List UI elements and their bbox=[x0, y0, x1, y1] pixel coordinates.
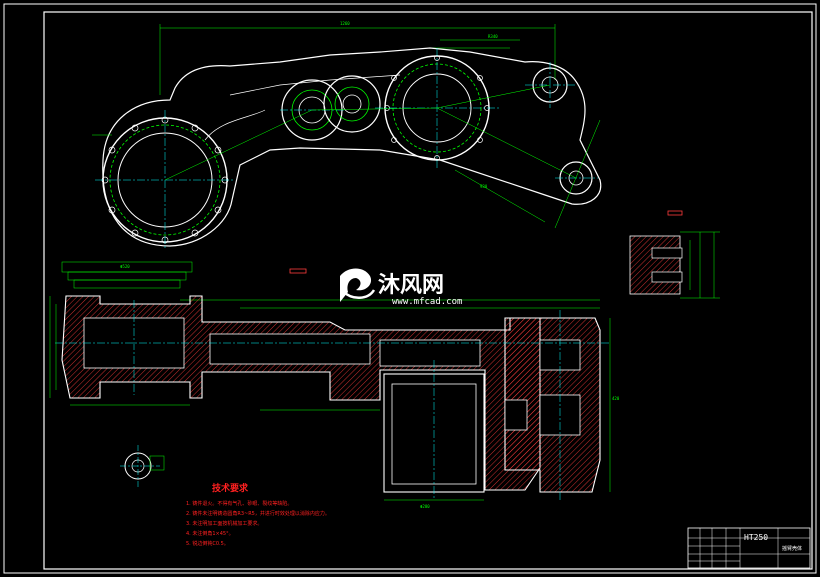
svg-text:930: 930 bbox=[480, 184, 488, 189]
drawing-name: 摇臂壳体 bbox=[782, 545, 802, 552]
title-block: HT250 摇臂壳体 bbox=[687, 527, 811, 569]
watermark: 沐风网 www.mfcad.com bbox=[340, 268, 462, 307]
drawing-outer-border bbox=[3, 3, 817, 574]
section-detail-right bbox=[629, 210, 720, 299]
svg-text:R340: R340 bbox=[488, 34, 498, 39]
top-view-rocker-arm: 1260 R340 930 bbox=[92, 21, 602, 250]
mfcad-logo-icon bbox=[340, 268, 376, 302]
svg-text:420: 420 bbox=[612, 396, 620, 401]
tech-req-note-5: 5. 锐边倒钝C0.5。 bbox=[186, 540, 229, 547]
svg-text:Φ520: Φ520 bbox=[120, 264, 130, 269]
tech-req-note-4: 4. 未注倒角1×45°。 bbox=[186, 530, 234, 537]
material-label: HT250 bbox=[744, 533, 768, 542]
section-marker bbox=[289, 268, 307, 274]
tech-req-note-1: 1. 铸件退火。不得有气孔、砂眼、裂纹等缺陷。 bbox=[186, 500, 292, 507]
watermark-url: www.mfcad.com bbox=[392, 297, 462, 307]
main-section-view: Φ520 Φ280 420 bbox=[49, 261, 620, 509]
tech-req-note-2: 2. 铸件未注明铸造圆角R3~R5，并进行时效处理以消除内应力。 bbox=[186, 510, 330, 517]
technical-requirements: 技术要求 1. 铸件退火。不得有气孔、砂眼、裂纹等缺陷。 2. 铸件未注明铸造圆… bbox=[186, 482, 330, 547]
drawing-frame bbox=[43, 11, 813, 570]
svg-text:Φ280: Φ280 bbox=[420, 504, 430, 509]
watermark-brand: 沐风网 bbox=[378, 273, 444, 298]
tech-req-title: 技术要求 bbox=[212, 482, 249, 494]
svg-text:1260: 1260 bbox=[340, 21, 350, 26]
tech-req-note-3: 3. 未注明加工面按机械加工要求。 bbox=[186, 520, 262, 527]
detail-view-circle bbox=[120, 445, 165, 488]
